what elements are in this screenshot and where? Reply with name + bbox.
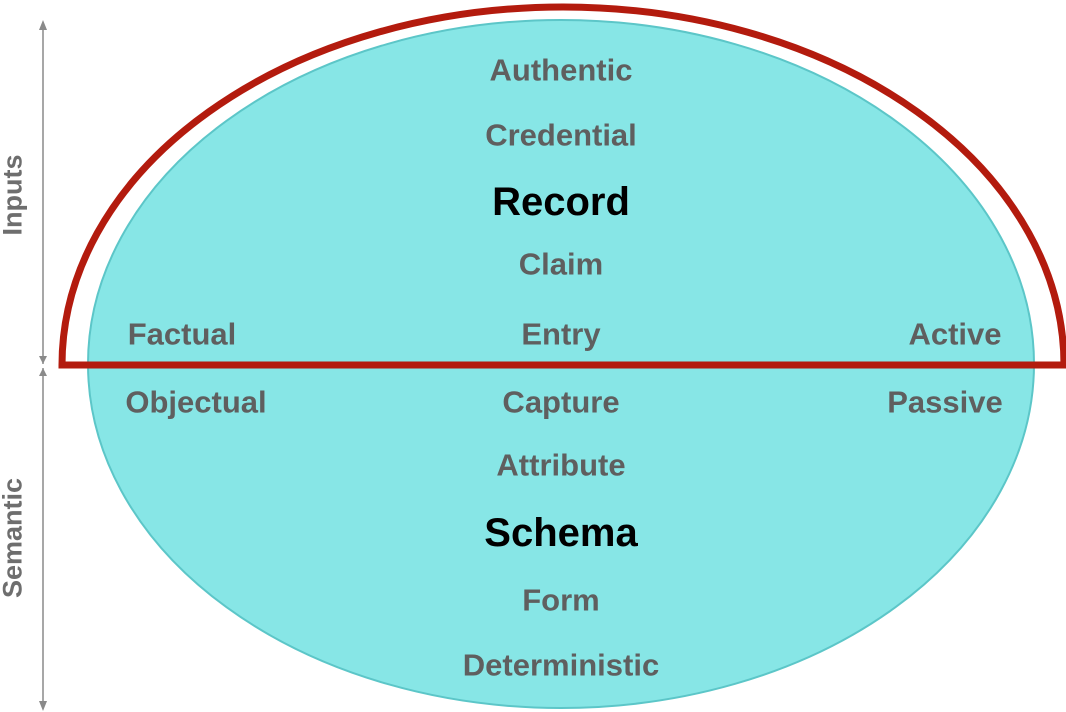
inputs-axis-arrow-down (39, 356, 47, 364)
term-form: Form (522, 582, 600, 618)
inputs-axis-label: Inputs (0, 154, 28, 236)
inputs-half-dome-outline (58, 3, 1066, 369)
term-capture: Capture (502, 384, 620, 420)
term-passive: Passive (887, 384, 1003, 420)
term-entry: Entry (521, 316, 601, 352)
term-record: Record (492, 180, 630, 224)
term-deterministic: Deterministic (462, 647, 660, 683)
term-schema: Schema (484, 511, 638, 555)
semantic-axis-arrow-up (39, 368, 47, 376)
term-objectual: Objectual (125, 384, 267, 420)
vertical-axis (39, 20, 47, 711)
semantic-axis-arrow-down (39, 701, 47, 711)
term-credential: Credential (485, 117, 637, 153)
term-attribute: Attribute (496, 447, 626, 483)
term-claim: Claim (518, 246, 604, 282)
term-factual: Factual (127, 316, 237, 352)
term-authentic: Authentic (489, 52, 633, 88)
term-active: Active (908, 316, 1002, 352)
semantic-axis-label: Semantic (0, 477, 28, 599)
inputs-axis-arrow-up (39, 20, 47, 30)
